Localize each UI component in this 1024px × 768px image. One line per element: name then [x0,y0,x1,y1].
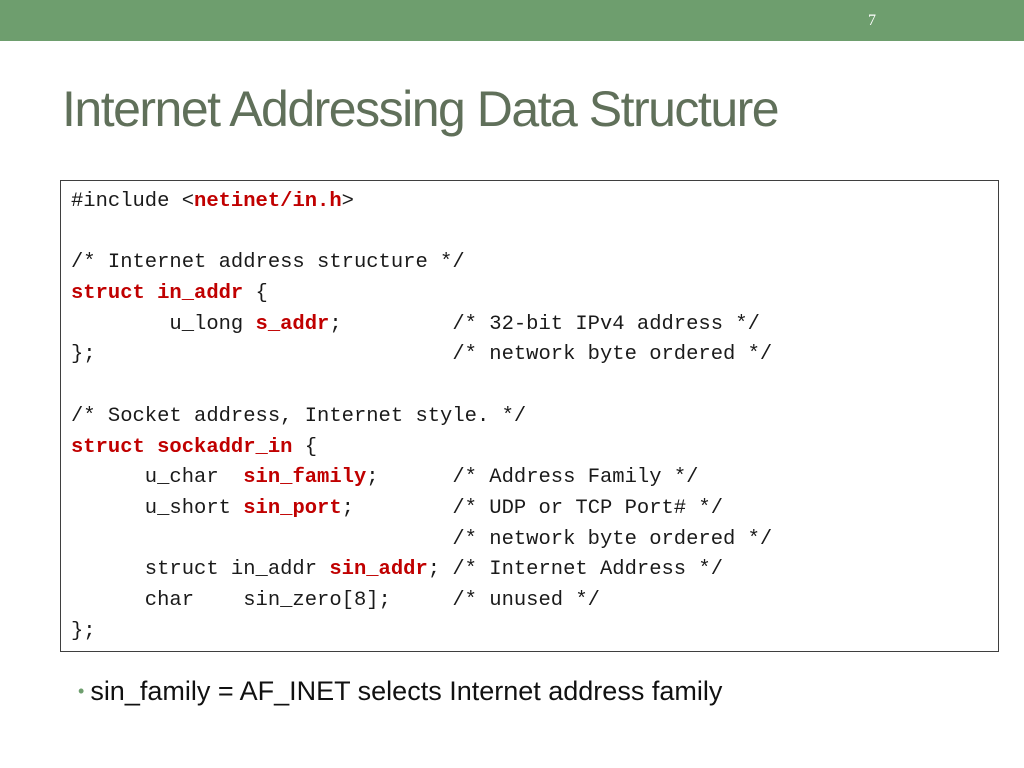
bullet-text: sin_family = AF_INET selects Internet ad… [90,676,723,706]
code-line: struct in_addr { [71,279,998,310]
code-keyword: netinet/in.h [194,190,342,213]
code-text: /* Internet address structure */ [71,251,465,275]
code-line: /* Internet address structure */ [71,248,998,279]
code-text: ; /* Internet Address */ [427,558,724,582]
code-keyword: sin_family [243,466,367,490]
code-line: /* network byte ordered */ [71,525,998,556]
code-line: u_char sin_family; /* Address Family */ [71,463,998,494]
code-text: ; /* UDP or TCP Port# */ [341,496,724,520]
code-text: u_char [71,466,244,490]
code-keyword: sin_addr [329,558,428,582]
code-line: struct sockaddr_in { [71,433,998,464]
code-line: }; [71,617,998,648]
code-line: u_long s_addr; /* 32-bit IPv4 address */ [71,310,998,341]
code-text: ; /* 32-bit IPv4 address */ [329,312,760,336]
code-text: u_long [71,312,256,336]
code-text: }; [71,619,96,643]
code-line: #include <netinet/in.h> [71,187,998,218]
bullet-dot-icon: • [78,681,85,701]
code-line [71,218,998,249]
bullet-item: •sin_family = AF_INET selects Internet a… [78,676,722,707]
code-text: struct in_addr [71,558,330,582]
code-keyword: sin_port [243,496,342,520]
code-text: char sin_zero[8]; /* unused */ [71,588,600,612]
code-keyword: struct sockaddr_in [71,435,293,459]
code-text: #include < [71,190,195,213]
code-text: > [341,190,354,213]
code-line [71,371,998,402]
code-line: struct in_addr sin_addr; /* Internet Add… [71,555,998,586]
code-block: #include <netinet/in.h> /* Internet addre… [60,180,999,652]
slide-title: Internet Addressing Data Structure [62,81,780,137]
code-line: u_short sin_port; /* UDP or TCP Port# */ [71,494,998,525]
code-line: char sin_zero[8]; /* unused */ [71,586,998,617]
code-keyword: s_addr [255,312,330,336]
code-text: { [243,282,268,306]
code-text: /* Socket address, Internet style. */ [71,404,527,428]
code-line: /* Socket address, Internet style. */ [71,402,998,433]
code-text: ; /* Address Family */ [366,466,699,490]
code-text: { [292,435,318,459]
code-keyword: struct in_addr [71,282,244,306]
code-text: /* network byte ordered */ [71,527,773,551]
code-text: }; /* network byte ordered */ [71,343,773,367]
slide-number: 7 [868,12,876,29]
code-text: u_short [71,496,244,520]
code-line: }; /* network byte ordered */ [71,340,998,371]
header-bar: 7 [0,0,1024,41]
